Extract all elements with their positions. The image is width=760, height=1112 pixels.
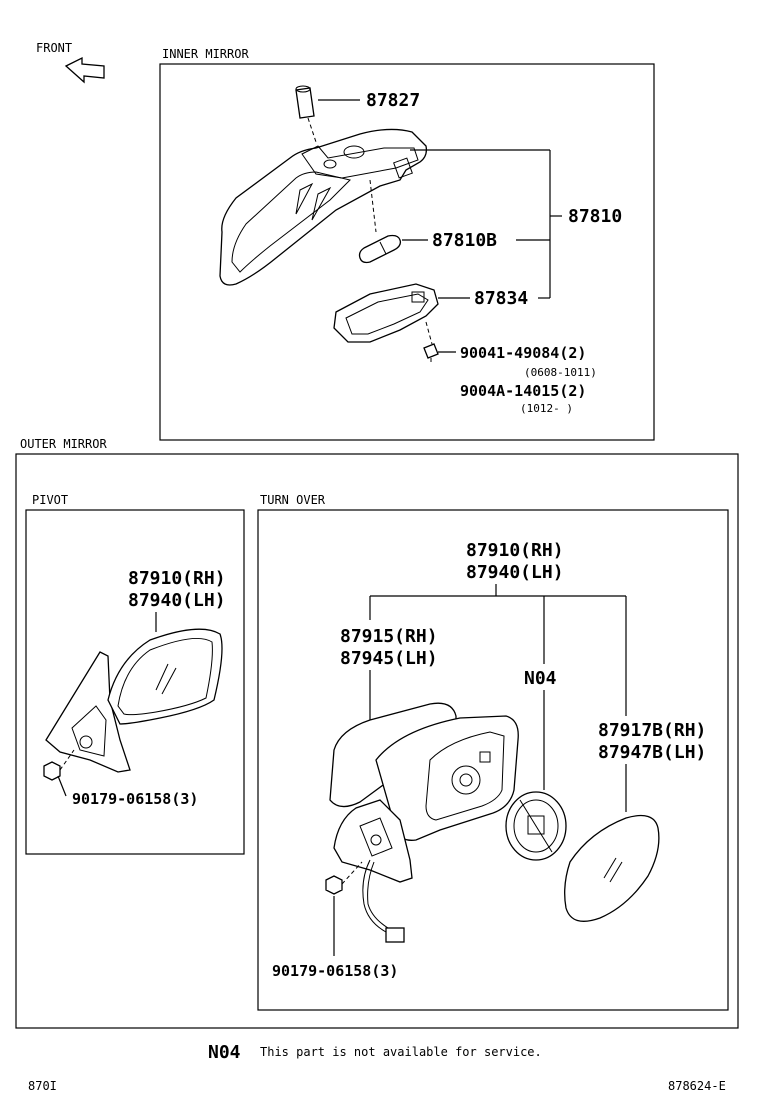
cap-87827-icon [295,87,315,119]
front-label: FRONT [36,41,72,55]
bulb-87810B-icon [358,234,402,264]
front-arrow-icon [64,56,105,84]
bolt-90041: 90041-49084(2) [460,344,586,362]
turnover-part-lh: 87940(LH) [466,562,564,583]
wire-connector-icon [385,927,405,943]
screw-icon [423,343,439,359]
lens-87834-icon [333,283,439,343]
outer-mirror-title: OUTER MIRROR [20,437,107,451]
mirror-housing-icon [375,715,519,841]
part-87834: 87834 [474,288,528,309]
part-87810B: 87810B [432,230,497,251]
inner-mirror-body-icon [219,128,428,286]
turnover-title: TURN OVER [260,493,326,507]
pivot-title: PIVOT [32,493,68,507]
part-87810: 87810 [568,206,622,227]
turnover-frame [257,509,729,1011]
pivot-frame [25,509,245,855]
pivot-mirror-drawing [43,628,223,781]
n04-part: N04 [524,668,557,689]
part-87827: 87827 [366,90,420,111]
pivot-nut-icon [43,761,61,781]
footer-right: 878624-E [668,1079,726,1093]
footer-left: 870I [28,1079,57,1093]
cover-part-lh: 87945(LH) [340,648,438,669]
inner-mirror-title: INNER MIRROR [162,47,249,61]
turnover-nut-part: 90179-06158(3) [272,962,398,980]
outer-mirror-frame [15,453,739,1029]
turnover-part-rh: 87910(RH) [466,540,564,561]
mirror-glass-icon [564,814,660,922]
bolt-9004A-date: (1012- ) [520,402,573,415]
note-text: This part is not available for service. [260,1045,542,1059]
inner-mirror-drawing [219,85,439,362]
glass-part-lh: 87947B(LH) [598,742,706,763]
bolt-9004A: 9004A-14015(2) [460,382,586,400]
turnover-nut-icon [325,875,343,895]
note-code: N04 [208,1042,241,1063]
turnover-mirror-drawing [325,702,660,956]
bolt-90041-date: (0608-1011) [524,366,597,379]
pivot-nut-part: 90179-06158(3) [72,790,198,808]
glass-part-rh: 87917B(RH) [598,720,706,741]
pivot-part-lh: 87940(LH) [128,590,226,611]
cover-part-rh: 87915(RH) [340,626,438,647]
inner-mirror-frame [159,63,655,441]
pivot-part-rh: 87910(RH) [128,568,226,589]
